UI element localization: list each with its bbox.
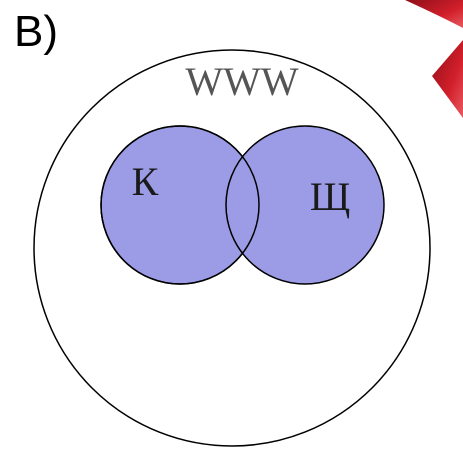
- set-label-k: К: [132, 159, 159, 204]
- part-label: B): [14, 7, 58, 56]
- universe-label: WWW: [185, 59, 299, 104]
- set-circle-shch: [225, 125, 385, 285]
- universe-circle: [33, 49, 431, 447]
- red-arrow-decoration: [405, 0, 463, 118]
- set-circle-k-outline: [100, 125, 260, 285]
- set-label-shch: Щ: [310, 174, 350, 219]
